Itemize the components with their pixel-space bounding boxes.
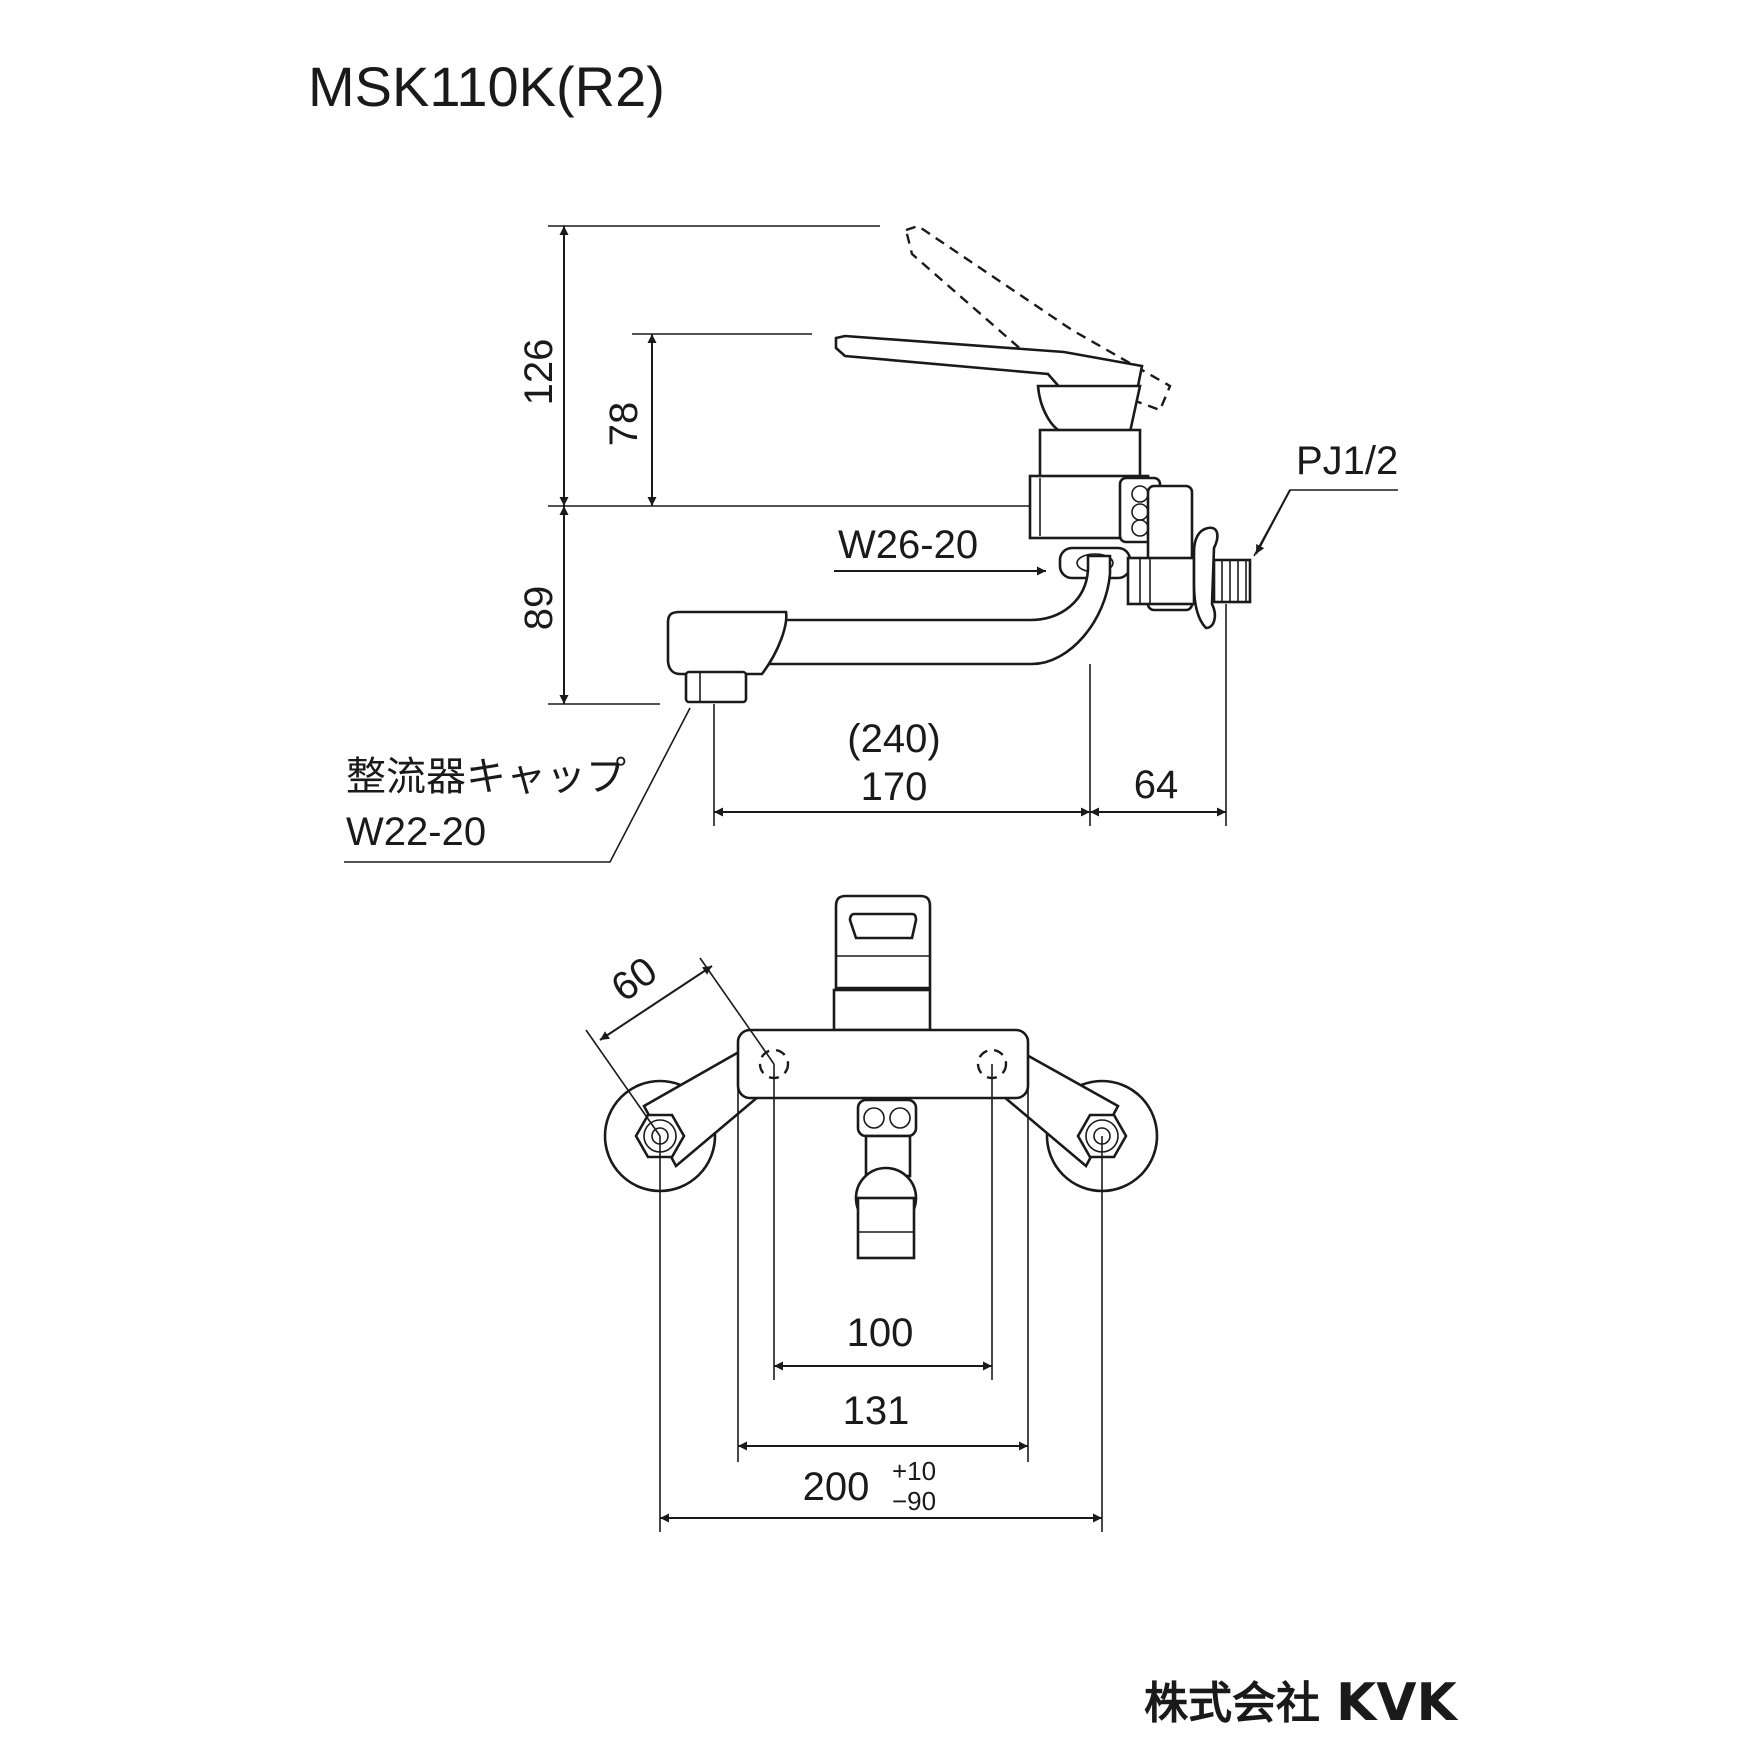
company-name: 株式会社	[1144, 1678, 1320, 1729]
nut-thread-label: W26-20	[838, 523, 978, 567]
dim-170-text: 170	[861, 765, 928, 809]
valve-body-upper	[1038, 428, 1142, 480]
spout-outlet	[856, 1196, 916, 1260]
dim-60-text: 60	[603, 949, 665, 1011]
valve-body	[736, 1028, 1030, 1100]
spout-tube	[768, 554, 1112, 666]
dim-126-text: 126	[517, 339, 561, 406]
dimension-100: 100	[774, 1311, 992, 1371]
inlet-thread-label: PJ1/2	[1296, 439, 1398, 483]
tolerance-plus: +10	[892, 1456, 936, 1486]
lever-front-top	[848, 912, 918, 940]
inlet-thread	[1212, 558, 1252, 604]
dim-64-text: 64	[1134, 763, 1179, 807]
dimension-200: 200 +10 −90	[660, 1456, 1102, 1523]
brand-mark: 株式会社 KVK	[1144, 1673, 1459, 1733]
lever-open-position	[904, 224, 1172, 412]
connector	[1126, 556, 1196, 606]
dimension-64: 64	[1090, 763, 1226, 817]
cartridge-stem	[832, 988, 932, 1032]
wall-flange	[1192, 526, 1219, 630]
dimension-89: 89	[517, 506, 569, 704]
kvk-logo: KVK	[1336, 1673, 1459, 1733]
aerator-thread-label: W22-20	[346, 810, 486, 854]
front-view: 60 100 131 200 +10 −90	[585, 894, 1159, 1532]
model-title: MSK110K(R2)	[308, 55, 665, 118]
dim-78-text: 78	[602, 402, 646, 447]
aerator-cap	[684, 670, 748, 704]
dim-131-text: 131	[843, 1389, 910, 1433]
dim-89-text: 89	[517, 586, 561, 631]
dim-240-text: (240)	[847, 717, 940, 761]
spout-head	[666, 610, 788, 676]
aerator-cap-label: 整流器キャップ	[346, 755, 626, 799]
dimension-170: (240) 170	[714, 717, 1090, 817]
dimension-78: 78	[602, 334, 657, 506]
dimension-131: 131	[738, 1389, 1028, 1451]
dimension-126: 126	[517, 226, 569, 506]
tolerance-minus: −90	[892, 1486, 936, 1516]
lever-front	[834, 894, 932, 990]
dim-100-text: 100	[847, 1311, 914, 1355]
lever-neck	[1036, 384, 1142, 434]
lower-nut	[856, 1098, 918, 1138]
side-view: 126 78 89	[344, 224, 1398, 863]
dim-200-text: 200	[803, 1465, 870, 1509]
